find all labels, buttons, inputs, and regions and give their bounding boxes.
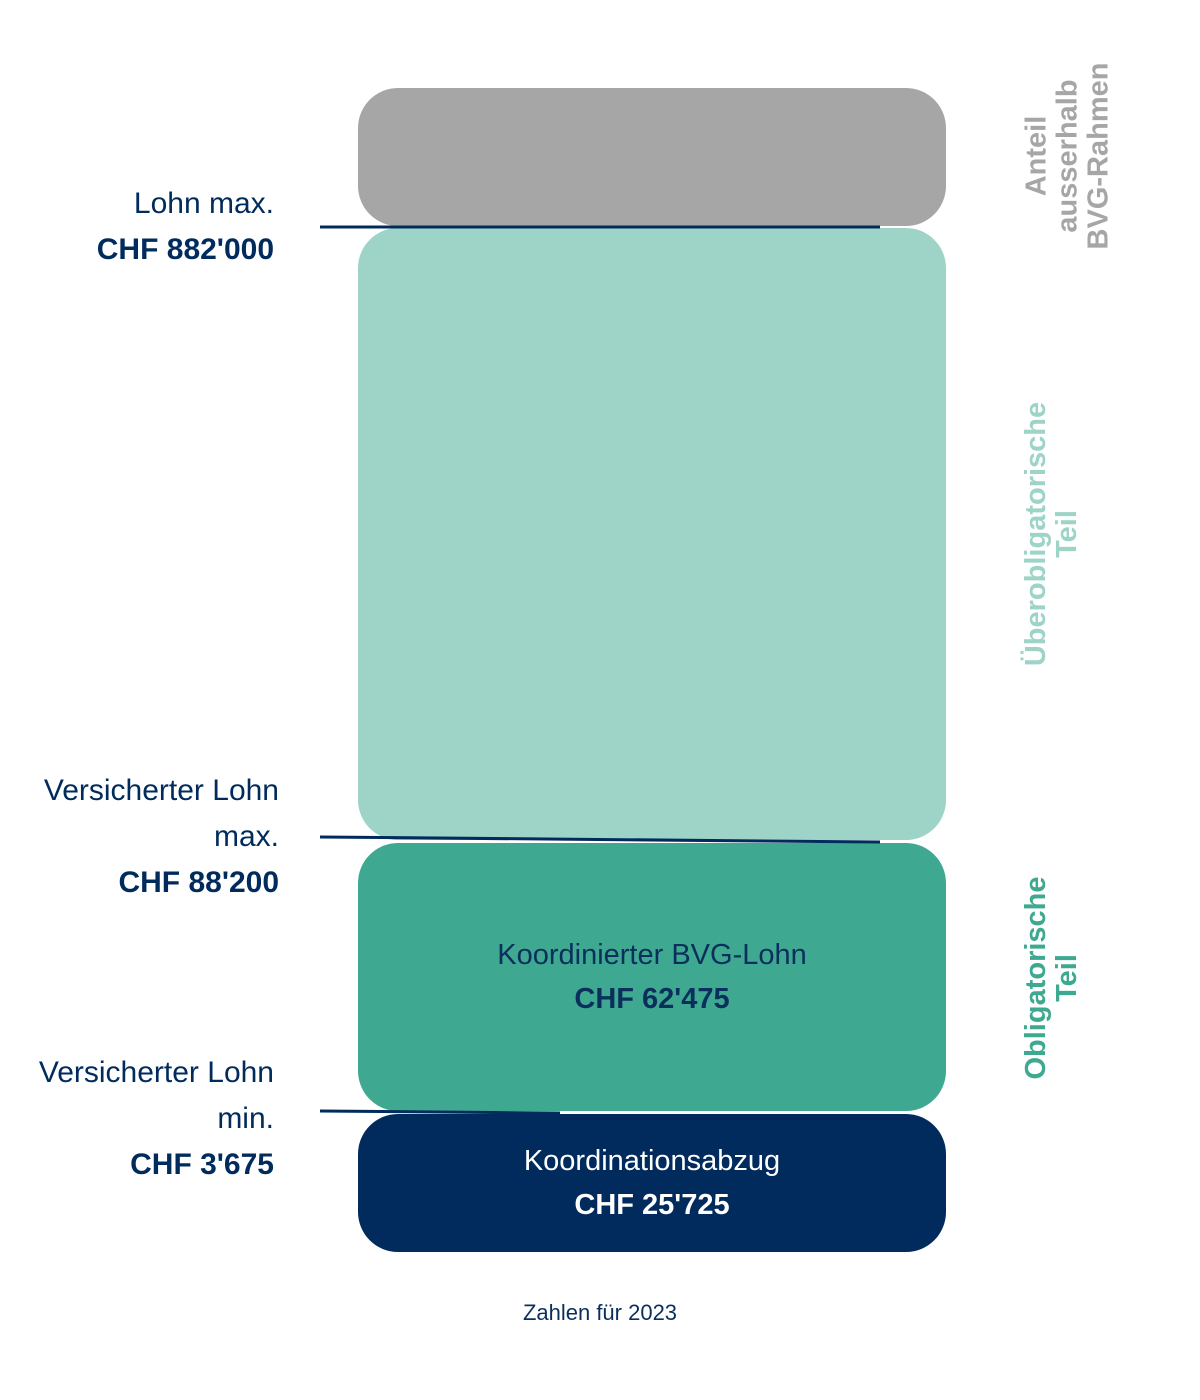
side-ausserhalb-line3: BVG-Rahmen: [1082, 62, 1115, 250]
footnote: Zahlen für 2023: [522, 1300, 678, 1325]
marker-lohn-max: Lohn max. CHF 882'000: [97, 181, 274, 273]
marker-line-versichert-min: [319, 1109, 561, 1115]
versichert-max-value: CHF 88'200: [118, 866, 279, 899]
side-ausserhalb-line1: Anteil: [1020, 115, 1053, 197]
versichert-max-line1: Versicherter Lohn: [43, 774, 279, 807]
block-koordinationsabzug: Koordinationsabzug CHF 25'725: [358, 1114, 946, 1252]
versichert-min-value: CHF 3'675: [130, 1148, 274, 1181]
side-ausserhalb-line2: ausserhalb: [1051, 79, 1084, 233]
koordinierter-lohn-label: Koordinierter BVG-Lohn: [497, 939, 807, 971]
side-label-ueberobligatorisch: Überobligatorische Teil: [1020, 401, 1083, 667]
koordinierter-lohn-value: CHF 62'475: [574, 983, 730, 1015]
block-ueberobligatorisch: [358, 228, 946, 840]
side-label-obligatorisch: Obligatorische Teil: [1020, 876, 1083, 1080]
versichert-min-line1: Versicherter Lohn: [38, 1056, 274, 1089]
lohn-max-label: Lohn max.: [133, 187, 274, 220]
block-koordinierter-lohn: Koordinierter BVG-Lohn CHF 62'475: [358, 843, 946, 1111]
side-obligatorisch-line2: Teil: [1051, 954, 1083, 1002]
side-ueberobligatorisch-line2: Teil: [1051, 510, 1083, 558]
marker-line-versichert-max: [319, 835, 881, 844]
koordinationsabzug-value: CHF 25'725: [574, 1189, 730, 1221]
versichert-max-line2: max.: [213, 820, 279, 853]
marker-versichert-min: Versicherter Lohn min. CHF 3'675: [39, 1050, 274, 1188]
side-obligatorisch-line1: Obligatorische: [1020, 876, 1052, 1080]
side-label-ausserhalb: Anteil ausserhalb BVG-Rahmen: [1020, 62, 1115, 250]
side-ueberobligatorisch-line1: Überobligatorische: [1020, 401, 1052, 667]
koordinationsabzug-label: Koordinationsabzug: [523, 1145, 781, 1177]
lohn-max-value: CHF 882'000: [96, 233, 274, 266]
block-ausserhalb-bvg: [358, 88, 946, 226]
versichert-min-line2: min.: [217, 1102, 274, 1135]
marker-versichert-max: Versicherter Lohn max. CHF 88'200: [44, 768, 279, 906]
